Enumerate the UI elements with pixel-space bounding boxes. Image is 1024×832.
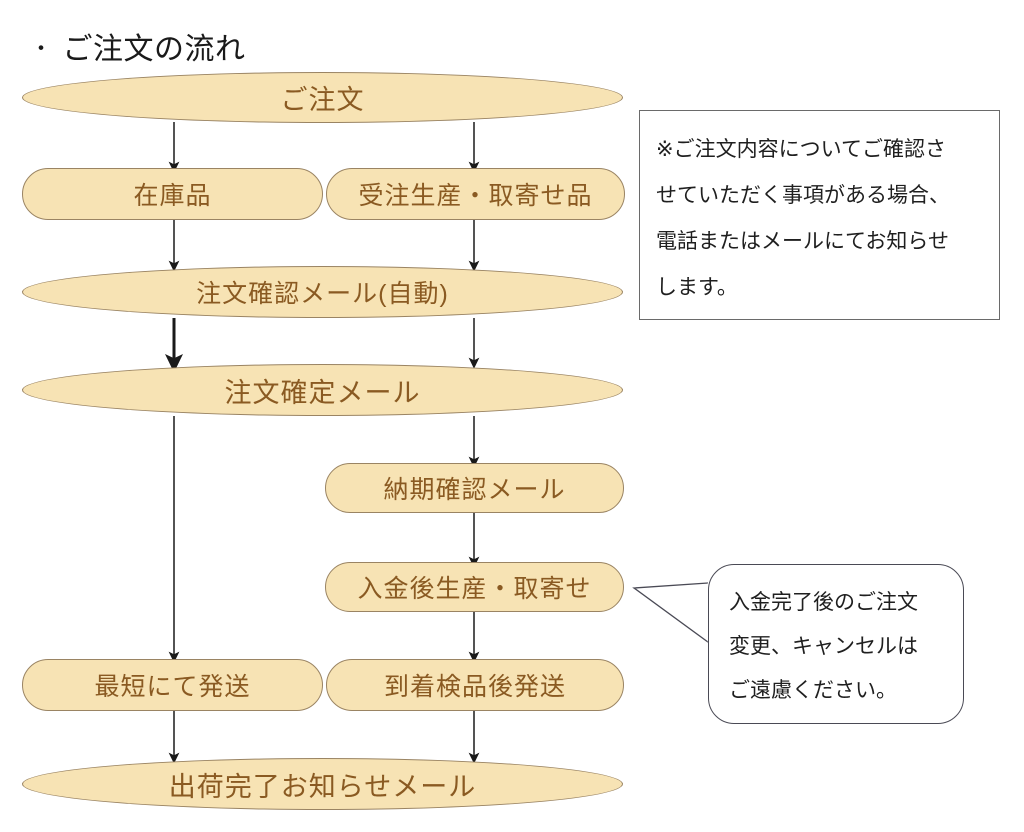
speech-bubble-line: 入金完了後のご注文 — [729, 591, 918, 614]
note-box: ※ご注文内容についてご確認さ せていただく事項がある場合、 電話またはメールにて… — [639, 110, 1000, 320]
node-delivery-confirm-label: 納期確認メール — [383, 476, 566, 504]
node-delivery-confirm[interactable]: 納期確認メール — [325, 463, 624, 513]
note-box-line: します。 — [656, 276, 738, 299]
speech-bubble: 入金完了後のご注文 変更、キャンセルは ご遠慮ください。 — [708, 564, 964, 724]
node-inspect-ship-label: 到着検品後発送 — [383, 673, 566, 701]
note-box-line: 電話またはメールにてお知らせ — [656, 230, 949, 253]
speech-bubble-line: 変更、キャンセルは — [729, 635, 918, 658]
node-made-to-order-label: 受注生産・取寄せ品 — [358, 182, 593, 210]
note-box-line: ※ご注文内容についてご確認さ — [656, 138, 946, 161]
node-order-fixed[interactable]: 注文確定メール — [22, 364, 623, 416]
speech-bubble-tail — [632, 582, 713, 646]
node-order-label: ご注文 — [280, 85, 365, 115]
page-title: ・ご注文の流れ — [30, 24, 246, 68]
node-shipped-notice-label: 出荷完了お知らせメール — [168, 771, 477, 802]
node-in-stock[interactable]: 在庫品 — [22, 168, 323, 220]
node-in-stock-label: 在庫品 — [133, 182, 212, 210]
node-fastest-ship[interactable]: 最短にて発送 — [22, 659, 323, 711]
node-fastest-ship-label: 最短にて発送 — [94, 673, 251, 701]
node-order-confirm-auto[interactable]: 注文確認メール(自動) — [22, 266, 623, 318]
node-made-to-order[interactable]: 受注生産・取寄せ品 — [326, 168, 625, 220]
node-order[interactable]: ご注文 — [22, 72, 623, 123]
node-order-fixed-label: 注文確定メール — [224, 377, 421, 408]
page-title-text: ご注文の流れ — [62, 33, 246, 66]
node-order-confirm-auto-label: 注文確認メール(自動) — [196, 280, 449, 308]
node-after-payment[interactable]: 入金後生産・取寄せ — [325, 562, 624, 612]
speech-bubble-line: ご遠慮ください。 — [729, 679, 897, 702]
node-shipped-notice[interactable]: 出荷完了お知らせメール — [22, 758, 623, 810]
node-inspect-ship[interactable]: 到着検品後発送 — [326, 659, 624, 711]
note-box-line: せていただく事項がある場合、 — [656, 184, 950, 207]
bullet-icon: ・ — [30, 36, 53, 61]
node-after-payment-label: 入金後生産・取寄せ — [357, 575, 592, 603]
